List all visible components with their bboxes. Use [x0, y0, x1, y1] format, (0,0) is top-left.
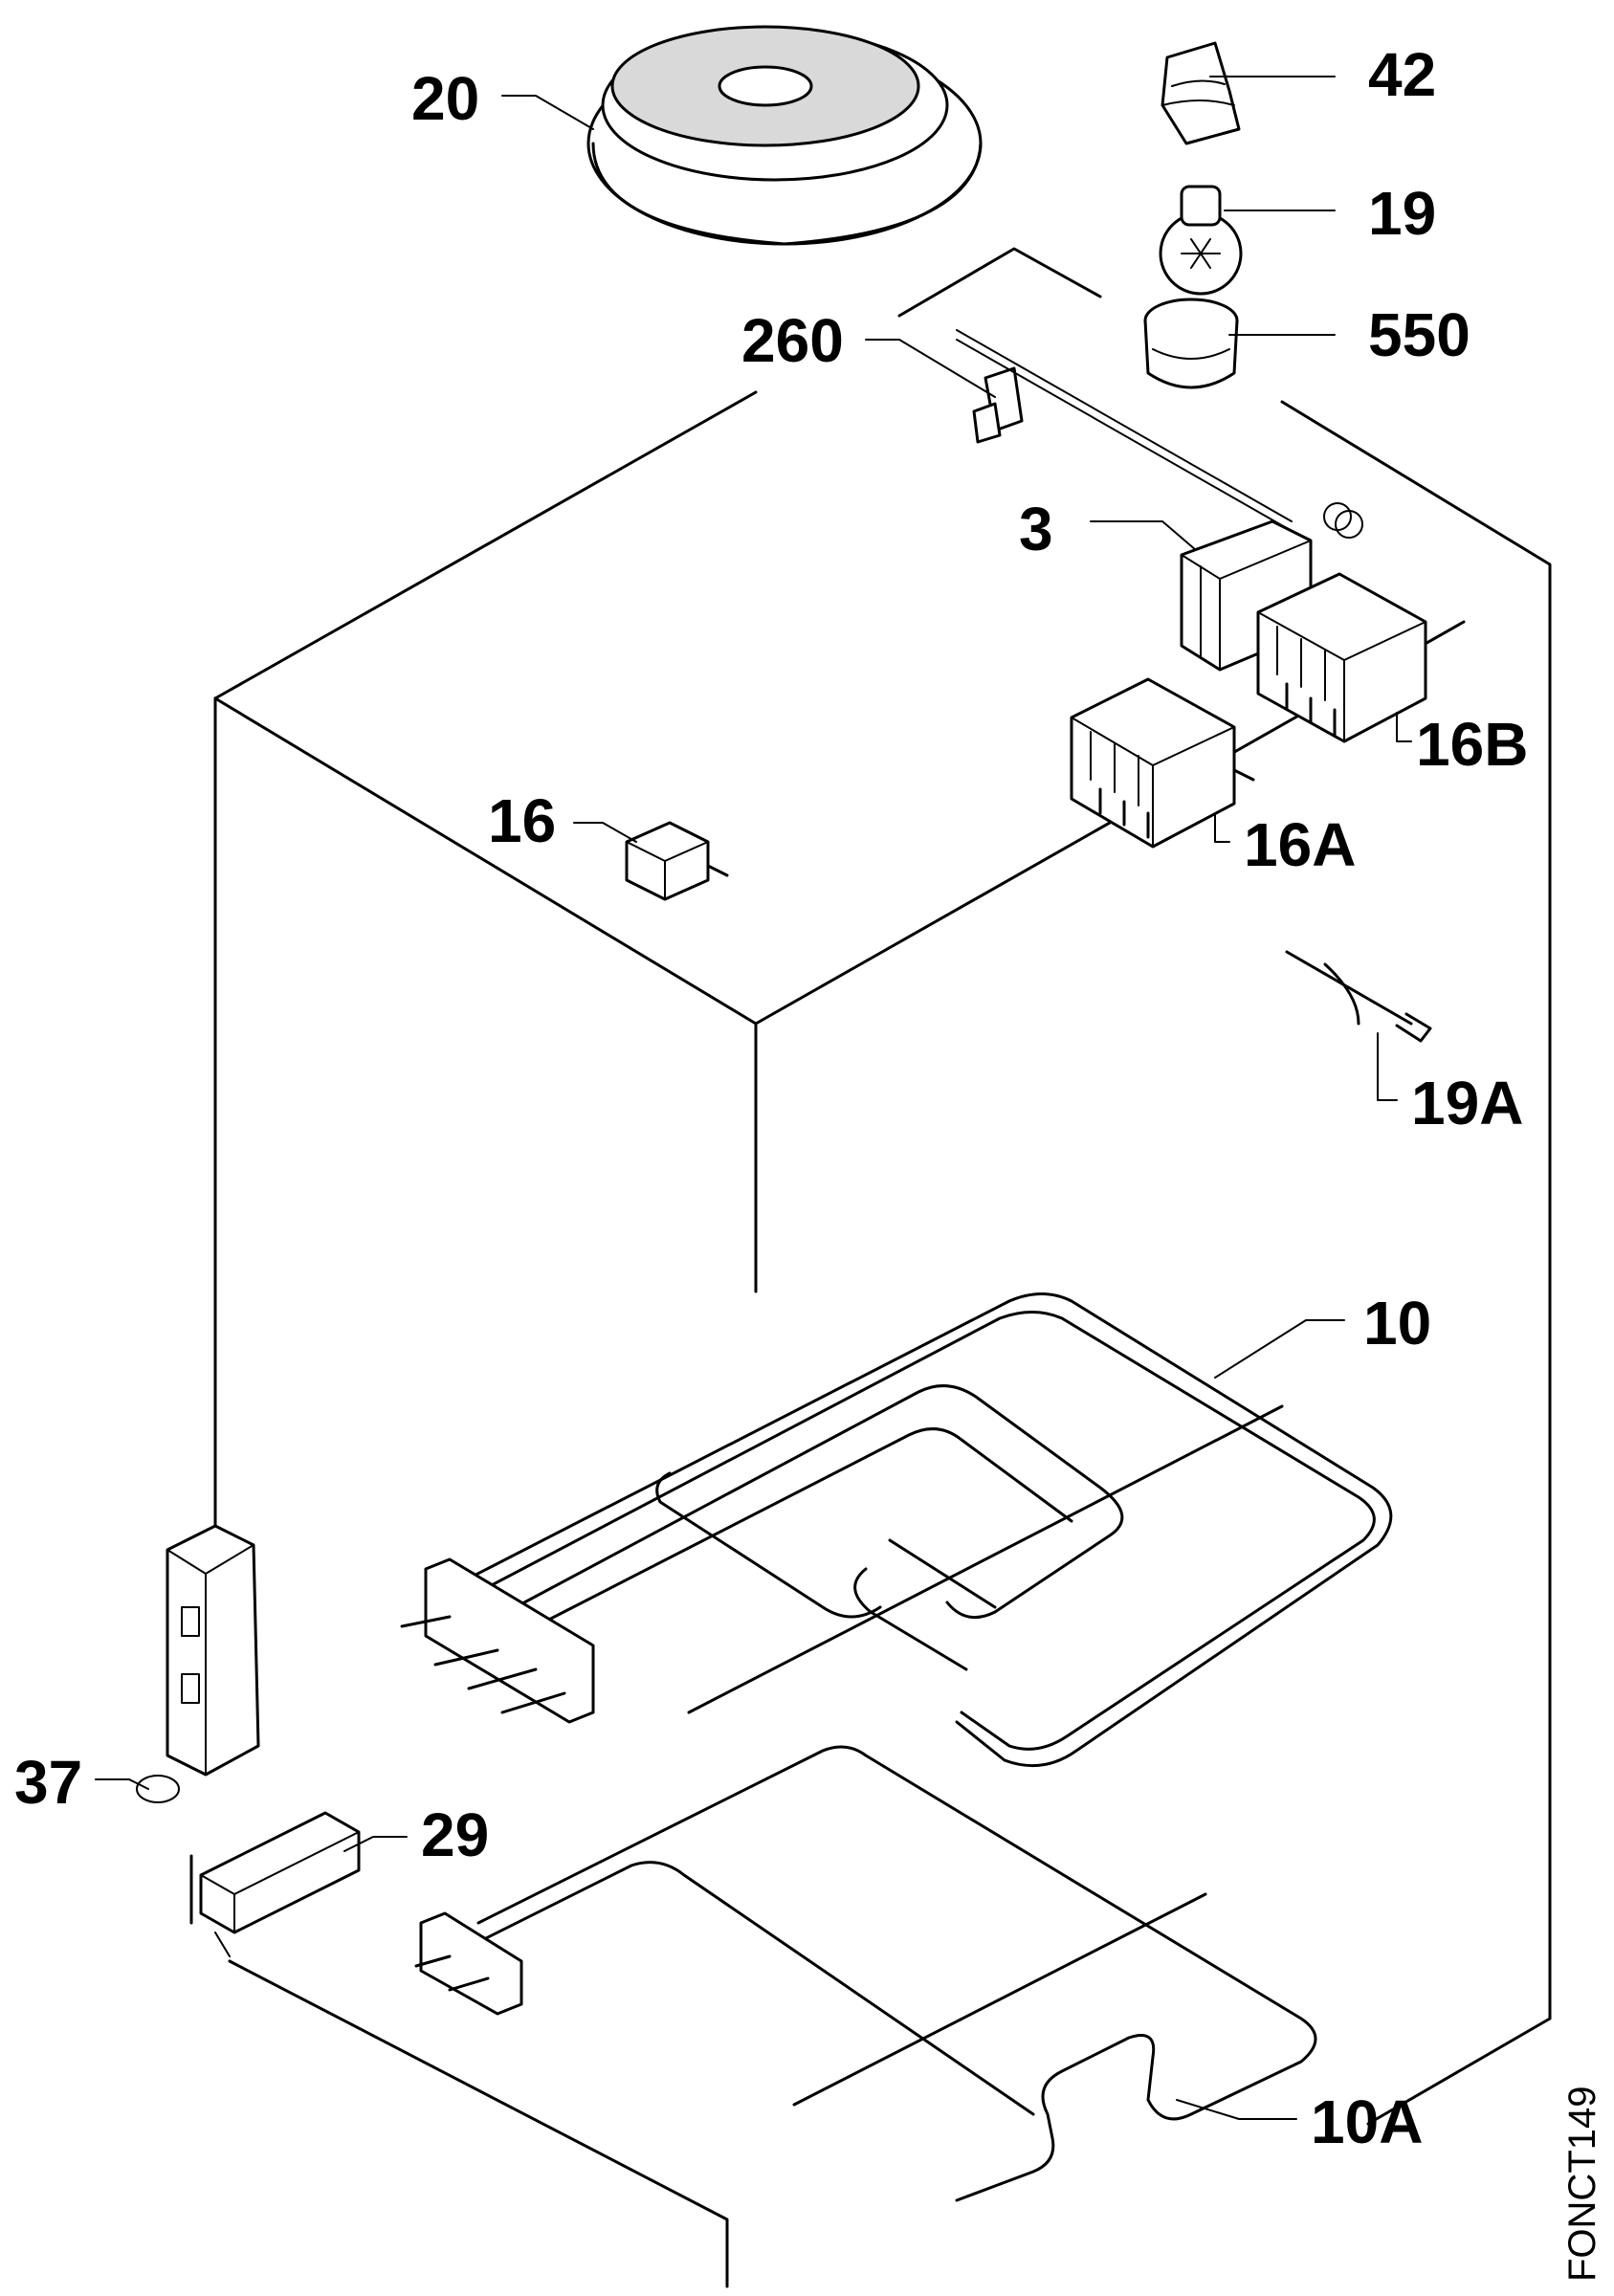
- door-lock-part: [136, 1524, 260, 1803]
- oven-lamp-part: [1159, 185, 1243, 296]
- leader-lines: [95, 76, 1412, 2120]
- selector-switch-b-part: [1256, 572, 1427, 743]
- part-labels: 20 42 19 550 260 3 16B 16 16A 19A 10 37 …: [14, 40, 1528, 2156]
- clip-part: [972, 366, 1024, 444]
- label-19A: 19A: [1411, 1069, 1523, 1137]
- label-16A: 16A: [1244, 810, 1356, 879]
- hotplate-part: [586, 25, 983, 246]
- label-29: 29: [421, 1800, 489, 1869]
- lower-element-part: [414, 1745, 1317, 2202]
- label-42: 42: [1368, 40, 1436, 109]
- capillary-tube: [956, 329, 1363, 539]
- terminal-block-part: [199, 1811, 361, 1957]
- label-550: 550: [1368, 300, 1470, 369]
- label-3: 3: [1019, 495, 1053, 563]
- grill-element-part: [400, 1292, 1393, 1768]
- lamp-holder-part: [1143, 298, 1239, 389]
- drawing-code: FONCT149: [1561, 2086, 1603, 2283]
- selector-switch-a-part: [1070, 677, 1255, 849]
- temperature-probe-part: [1285, 950, 1432, 1043]
- lamp-cover-part: [1161, 41, 1241, 145]
- label-10A: 10A: [1311, 2087, 1423, 2156]
- label-19: 19: [1368, 179, 1436, 248]
- label-37: 37: [14, 1748, 82, 1817]
- label-260: 260: [741, 306, 844, 375]
- label-16: 16: [488, 786, 556, 855]
- push-switch-part: [625, 821, 729, 901]
- oven-cabinet-outline: [189, 247, 1552, 2288]
- label-20: 20: [411, 64, 479, 133]
- label-16B: 16B: [1416, 710, 1528, 779]
- label-10: 10: [1363, 1289, 1431, 1358]
